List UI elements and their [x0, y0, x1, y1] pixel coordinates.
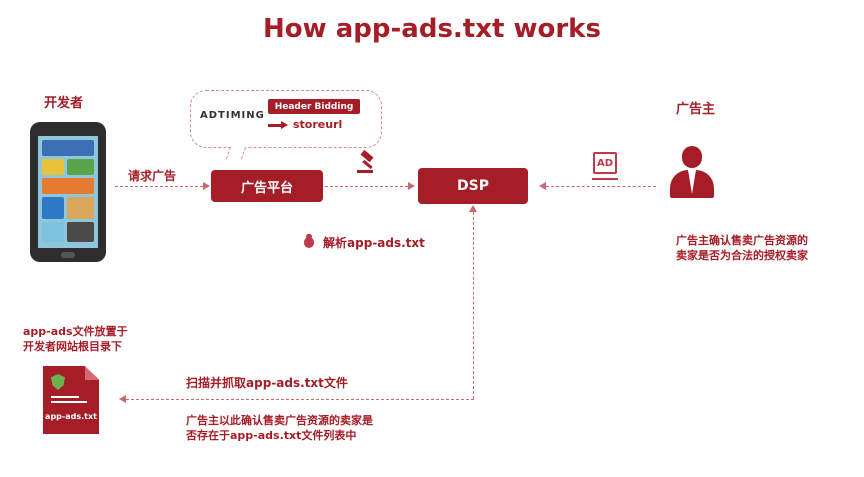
- phone-screen: [38, 136, 98, 248]
- advertiser-dsp-line: [546, 186, 656, 187]
- video-tile-icon: [42, 140, 94, 156]
- file-note-line1: app-ads文件放置于: [23, 325, 128, 338]
- storeurl-label: storeurl: [293, 118, 343, 131]
- dsp-box: DSP: [418, 168, 528, 204]
- bottom-left-arrow: [119, 395, 126, 403]
- advertiser-dsp-arrow: [539, 182, 546, 190]
- ad-badge-underline: [592, 178, 618, 180]
- diagram-title: How app-ads.txt works: [263, 14, 601, 44]
- parse-label: 解析app-ads.txt: [323, 236, 425, 250]
- mail-tile-icon: [42, 159, 64, 175]
- home-button-icon: [61, 252, 75, 258]
- person-tile-icon: [67, 197, 94, 219]
- developer-label: 开发者: [44, 96, 84, 111]
- shield-check-icon: [51, 374, 65, 390]
- file-note-line2: 开发者网站根目录下: [23, 340, 122, 353]
- adtiming-logo: ADTIMING: [200, 110, 265, 121]
- advertiser-label: 广告主: [676, 102, 716, 117]
- search-tile-icon: [42, 222, 64, 242]
- file-line-1: [51, 396, 79, 398]
- platform-dsp-line: [325, 186, 408, 187]
- file-line-2: [51, 401, 87, 403]
- file-doc-label: app-ads.txt: [45, 412, 97, 421]
- dsp-up-arrow: [469, 205, 477, 212]
- storeurl-arrow-shaft: [268, 124, 282, 127]
- bubble-tail: [225, 147, 247, 159]
- dsp-vertical-line: [473, 212, 474, 399]
- crawl-label: 扫描并抓取app-ads.txt文件: [186, 376, 348, 390]
- advertiser-note-line1: 广告主确认售卖广告资源的: [676, 234, 808, 247]
- advertiser-person-icon: [670, 146, 714, 198]
- bottom-line: [126, 399, 474, 400]
- confirm-line1: 广告主以此确认售卖广告资源的卖家是: [186, 414, 373, 427]
- advertiser-note-line2: 卖家是否为合法的授权卖家: [676, 249, 808, 262]
- request-ad-line: [115, 186, 203, 187]
- header-bidding-tag: Header Bidding: [268, 99, 360, 114]
- platform-dsp-arrow: [408, 182, 415, 190]
- request-ad-label: 请求广告: [128, 169, 177, 183]
- gear-tile-icon: [42, 197, 64, 219]
- ad-platform-box: 广告平台: [211, 170, 323, 202]
- user-tile-icon: [67, 222, 94, 242]
- request-ad-arrow: [203, 182, 210, 190]
- bug-icon: [302, 234, 316, 249]
- ad-badge-icon: AD: [593, 152, 617, 174]
- globe-tile-icon: [67, 159, 94, 175]
- storeurl-arrow-icon: [281, 121, 288, 129]
- gavel-icon: [357, 149, 379, 174]
- confirm-line2: 否存在于app-ads.txt文件列表中: [186, 429, 357, 442]
- camera-tile-icon: [42, 178, 94, 194]
